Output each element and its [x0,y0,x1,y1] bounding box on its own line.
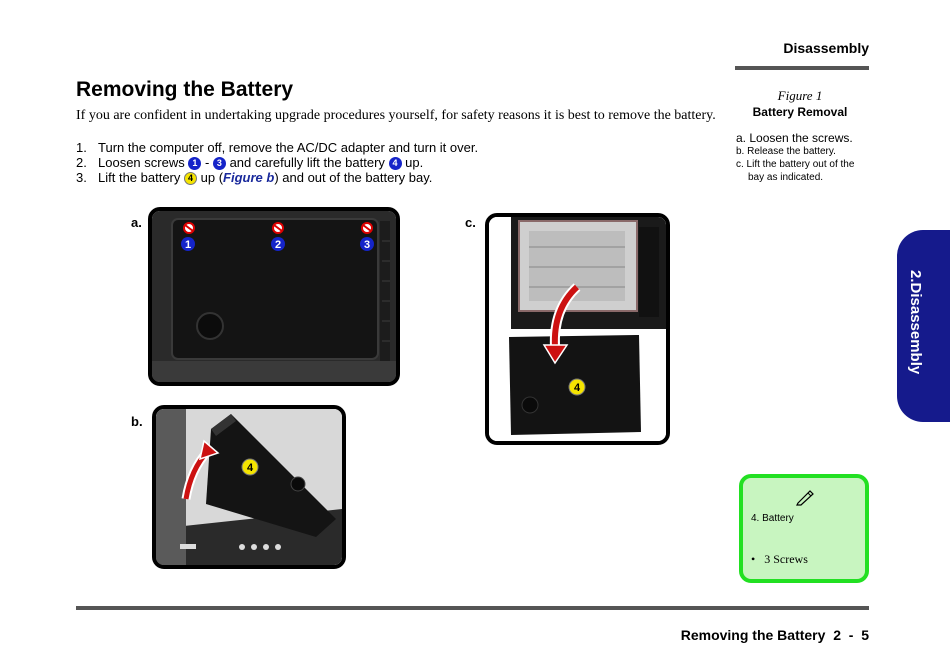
step-number: 2. [76,155,87,170]
step-number: 1. [76,140,87,155]
figure-note: b. Release the battery. [736,146,836,157]
page-title: Removing the Battery [76,78,294,101]
photo-c-illustration: 4 [489,217,666,441]
step-number: 3. [76,170,87,185]
intro-text: If you are confident in undertaking upgr… [76,108,716,123]
screw-badge-1: 1 [188,157,202,170]
chapter-side-tab[interactable]: 2.Disassembly [897,230,950,422]
screw-marker-label: 1 [185,239,191,251]
step-text: Lift the battery [98,170,181,185]
bullet-glyph: • [751,552,756,566]
note-item: 4. Battery [751,513,794,524]
step-text: up ( [200,170,224,185]
battery-marker-label: 4 [247,462,254,474]
screw-icon [183,222,195,234]
screw-marker-label: 2 [275,239,281,251]
step-3: 3. Lift the battery 4 up (Figure b) and o… [76,170,478,185]
figure-name: Battery Removal [752,105,848,119]
photo-b-illustration: 4 [156,409,342,565]
chapter-tab-label: 2.Disassembly [907,270,924,375]
step-text: Loosen screws [98,155,185,170]
step-text: ) and out of the battery bay. [274,170,433,185]
figure-note: a. Loosen the screws. [736,131,853,145]
photo-b: 4 [152,405,346,569]
screw-marker-2 [271,237,285,251]
pen-icon [796,490,814,506]
step-text: up. [405,155,424,170]
figure-label: Figure 1 [777,88,823,103]
figure-notes: a. Loosen the screws. b. Release the bat… [736,132,871,184]
screw-marker-3 [360,237,374,251]
figure-note: bay as indicated. [748,172,824,183]
photo-a-label: a. [131,215,142,230]
photo-a-illustration: 1 2 3 [152,211,396,382]
figure-b-link[interactable]: Figure b [223,170,275,185]
battery-marker [568,378,586,396]
note-bullet-text: 3 Screws [764,552,808,566]
figure-caption: Figure 1 Battery Removal [735,88,865,119]
step-text: Turn the computer off, remove the AC/DC … [98,140,479,155]
battery-marker-label: 4 [574,382,581,394]
photo-c: 4 [485,213,670,445]
figure-note: c. Lift the battery out of the [736,159,855,170]
screw-badge-3: 3 [212,157,226,170]
photo-a: 1 2 3 [148,207,400,386]
header-divider [735,66,869,70]
lift-arrow-icon [551,284,580,348]
battery-badge-4: 4 [388,157,402,170]
note-bullet-item: • 3 Screws [751,552,808,567]
step-2: 2. Loosen screws 1 - 3 and carefully lift… [76,155,478,170]
battery-marker [241,458,259,476]
footer-divider [76,606,869,610]
note-box: 4. Battery • 3 Screws [739,474,869,583]
footer-page-label: Removing the Battery 2 - 5 [680,627,869,643]
step-1: 1. Turn the computer off, remove the AC/D… [76,140,478,155]
step-text: and carefully lift the battery [229,155,385,170]
screw-marker-label: 3 [364,239,370,251]
step-dash: - [204,155,210,170]
screw-icon [361,222,373,234]
battery-badge-4: 4 [184,172,198,185]
section-header: Disassembly [783,40,869,56]
screw-marker-1 [181,237,195,251]
photo-c-label: c. [465,215,476,230]
steps-list: 1. Turn the computer off, remove the AC/D… [76,140,478,185]
photo-b-label: b. [131,414,143,429]
screw-icon [272,222,284,234]
